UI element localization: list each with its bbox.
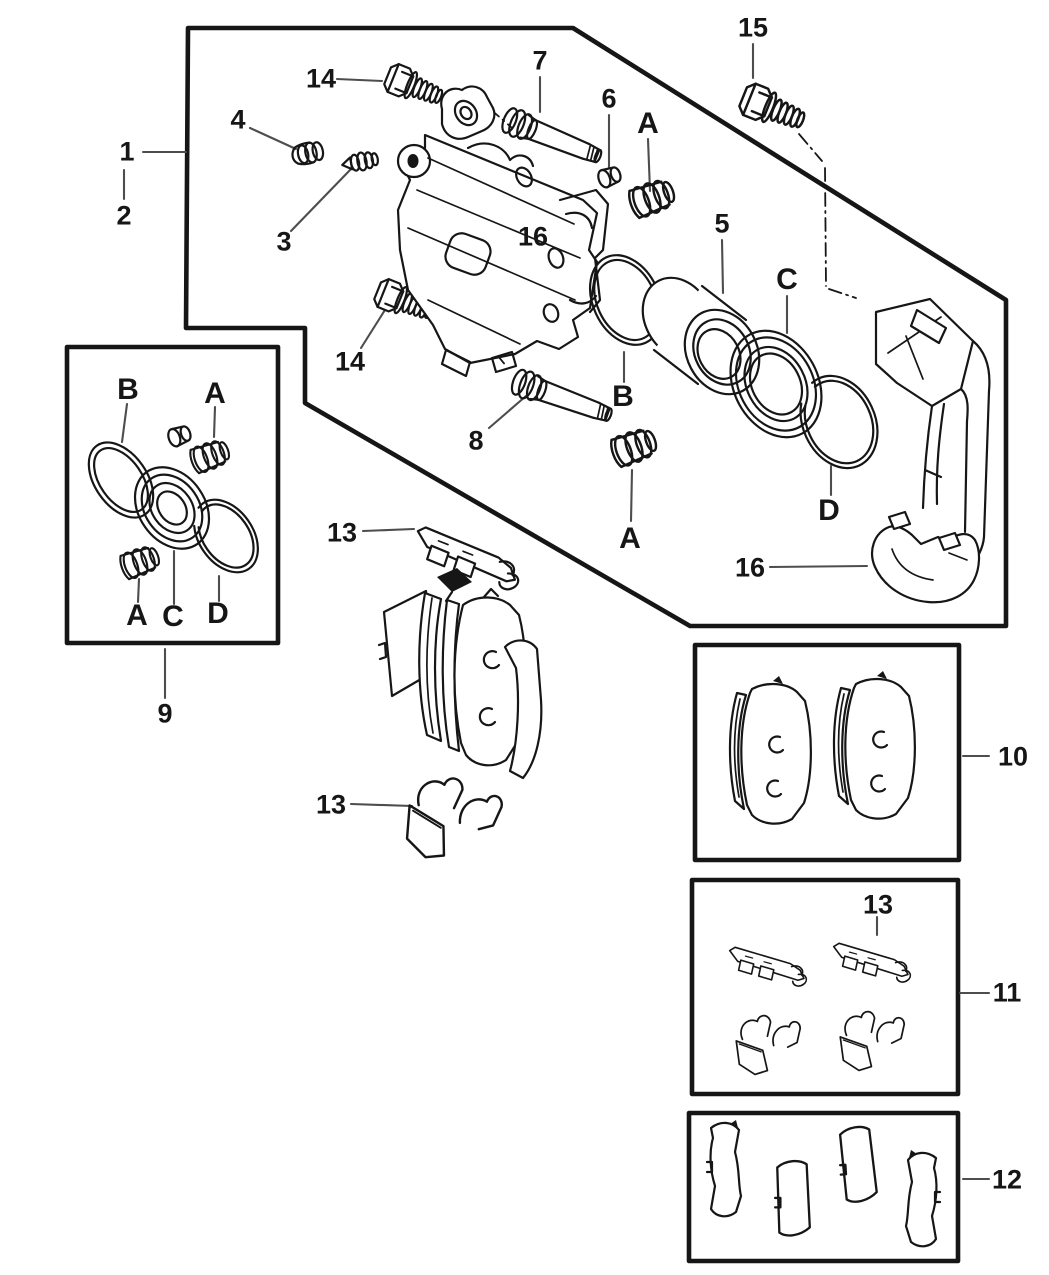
callout-7: 7	[532, 45, 548, 76]
seal-kit-contents	[87, 422, 259, 583]
callout-15: 15	[737, 12, 769, 43]
callout-1: 1	[119, 136, 135, 167]
callout-A-kit-top: A	[204, 377, 226, 410]
callout-16-bracket: 16	[734, 552, 766, 583]
callout-13-kit: 13	[862, 889, 894, 920]
bleeder-screw	[341, 151, 379, 172]
callout-8: 8	[468, 425, 484, 456]
guide-pin-upper	[497, 104, 607, 172]
guide-pin-lower	[507, 365, 617, 430]
pin-boot-lower	[606, 423, 662, 471]
pad-kit-box	[692, 642, 962, 863]
pin-boot-upper	[624, 174, 680, 222]
callout-9: 9	[157, 698, 173, 729]
caliper-body	[396, 85, 610, 378]
callout-10: 10	[997, 741, 1029, 772]
mount-bolt-upper	[380, 60, 448, 113]
bleeder-cap	[291, 141, 325, 166]
callout-5: 5	[714, 208, 730, 239]
callout-13-upper: 13	[326, 517, 358, 548]
brake-pads-stack	[377, 568, 543, 780]
pad-kit-contents	[728, 669, 916, 825]
callout-13-lower: 13	[315, 789, 347, 820]
callout-16-caliper: 16	[517, 221, 549, 252]
callout-A-kit-bottom: A	[126, 599, 148, 632]
callout-C-kit: C	[162, 600, 184, 633]
pad-retainer-clip-lower	[398, 769, 507, 872]
clip-kit-contents	[726, 942, 914, 1076]
shim-kit-box	[686, 1110, 961, 1264]
callout-B-kit: B	[117, 373, 139, 406]
main-boundary-outline	[183, 25, 1009, 629]
clip-kit-box	[689, 877, 961, 1097]
snap-ring	[799, 374, 879, 470]
callout-B-main: B	[612, 380, 634, 413]
callout-4: 4	[230, 104, 246, 135]
banjo-bolt	[735, 79, 811, 138]
callout-C-main: C	[776, 263, 798, 296]
callout-14-lower: 14	[334, 346, 366, 377]
callout-6: 6	[601, 83, 617, 114]
piston	[641, 276, 761, 396]
callout-11: 11	[992, 977, 1022, 1008]
callout-3: 3	[276, 226, 292, 257]
callout-12: 12	[991, 1164, 1023, 1195]
caliper-bracket	[871, 297, 991, 604]
callout-D-kit: D	[207, 597, 229, 630]
callout-A-mid: A	[619, 522, 641, 555]
shim-kit-contents	[705, 1118, 942, 1248]
piston-seal	[729, 329, 823, 439]
leader-lines	[120, 42, 991, 1181]
callout-D-main: D	[818, 494, 840, 527]
pin-bushing	[594, 163, 624, 191]
callout-14-upper: 14	[305, 63, 337, 94]
callout-A-top: A	[637, 107, 659, 140]
seal-kit-box	[64, 344, 281, 646]
callout-2: 2	[116, 200, 132, 231]
